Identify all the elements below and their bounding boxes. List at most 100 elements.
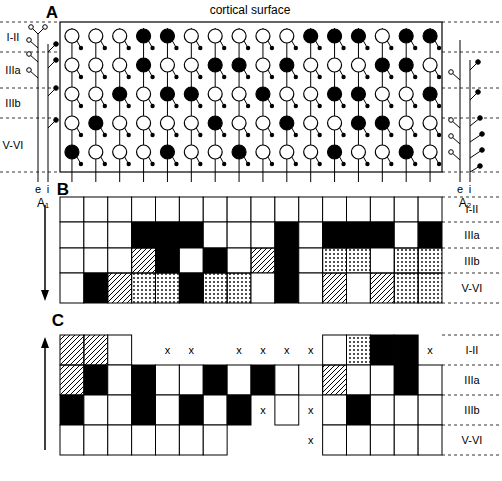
axon-terminal: [150, 162, 154, 166]
layer-boundary: [0, 22, 60, 23]
layer-boundary: [442, 395, 502, 396]
neuron-cell: [256, 87, 270, 101]
neuron-cell: [351, 116, 365, 130]
neuron-cell: [208, 87, 222, 101]
axon-terminal: [150, 46, 154, 50]
activity-cell: [394, 222, 418, 248]
neuron-cell: [423, 29, 437, 43]
activity-cell: [84, 197, 108, 222]
afferent-name: A₁: [37, 197, 49, 209]
afferent-terminal: [449, 150, 454, 155]
neuron-cell: [113, 145, 127, 159]
afferent-terminal: [43, 25, 48, 30]
activity-cell: [156, 365, 180, 395]
axon-terminal: [103, 133, 107, 137]
layer-label: IIIb: [464, 256, 479, 267]
axon-terminal: [198, 104, 202, 108]
activity-cell: [179, 425, 203, 455]
activity-cell: [275, 248, 299, 273]
axon-terminal: [413, 104, 417, 108]
axon-terminal: [341, 133, 345, 137]
neuron-cell: [65, 87, 79, 101]
neuron-cell: [184, 87, 198, 101]
axon-terminal: [341, 46, 345, 50]
axon-terminal: [79, 104, 83, 108]
neuron-cell: [89, 58, 103, 72]
axon-terminal: [198, 46, 202, 50]
activity-cell: [347, 425, 371, 455]
axon-terminal: [413, 162, 417, 166]
activity-cell: [108, 222, 132, 248]
activity-cell: [323, 425, 347, 455]
neuron-cell: [399, 58, 413, 72]
activity-cell: [418, 365, 442, 395]
activity-cell: [60, 197, 84, 222]
neuron-cell: [280, 58, 294, 72]
neuron-cell: [184, 116, 198, 130]
surface-label: cortical surface: [210, 4, 291, 16]
activity-cell: [370, 273, 394, 303]
afferent-terminal: [480, 132, 485, 137]
activity-cell: [347, 248, 371, 273]
axon-terminal: [103, 162, 107, 166]
activity-cell: [347, 222, 371, 248]
activity-cell: [394, 248, 418, 273]
axon-terminal: [317, 104, 321, 108]
neuron-cell: [328, 58, 342, 72]
layer-boundary: [0, 118, 60, 119]
neuron-cell: [160, 145, 174, 159]
activity-cell: [394, 425, 418, 455]
activity-cell: [132, 197, 156, 222]
axon-terminal: [341, 75, 345, 79]
layer-boundary: [442, 197, 502, 198]
activity-cell: [84, 365, 108, 395]
activity-cell: [203, 273, 227, 303]
axon-terminal: [246, 75, 250, 79]
axon-terminal: [246, 133, 250, 137]
axon-terminal: [198, 162, 202, 166]
axon-terminal: [222, 133, 226, 137]
axon-terminal: [126, 133, 130, 137]
neuron-cell: [328, 145, 342, 159]
activity-cell: [370, 365, 394, 395]
cortex-frame: [60, 22, 442, 172]
neuron-cell: [399, 29, 413, 43]
activity-cell: [132, 425, 156, 455]
neuron-cell: [232, 29, 246, 43]
activity-cell: [299, 222, 323, 248]
activity-cell: [418, 273, 442, 303]
activity-cell: [203, 197, 227, 222]
activity-cell: [132, 365, 156, 395]
neuron-cell: [351, 29, 365, 43]
axon-terminal: [437, 162, 441, 166]
neuron-cell: [375, 58, 389, 72]
layer-boundary: [442, 52, 502, 53]
activity-cell: [84, 425, 108, 455]
layer-label: IIIa: [464, 230, 479, 241]
neuron-cell: [137, 58, 151, 72]
axon-terminal: [294, 104, 298, 108]
neuron-cell: [423, 58, 437, 72]
axon-terminal: [103, 46, 107, 50]
activity-cell: [299, 273, 323, 303]
activity-cell: [323, 273, 347, 303]
neuron-cell: [137, 87, 151, 101]
activity-cell: [156, 425, 180, 455]
panel-letter: A: [46, 4, 58, 21]
activity-cell: [179, 395, 203, 425]
axon-terminal: [150, 75, 154, 79]
activity-cell: [84, 273, 108, 303]
activity-cell: [347, 365, 371, 395]
activity-cell: [323, 197, 347, 222]
neuron-cell: [256, 116, 270, 130]
neuron-cell: [208, 145, 222, 159]
activity-cell: [203, 365, 227, 395]
layer-boundary: [442, 455, 502, 456]
activity-cell: [418, 395, 442, 425]
activity-cell: [370, 335, 394, 365]
neuron-cell: [375, 116, 389, 130]
neuron-cell: [304, 145, 318, 159]
axon-terminal: [365, 104, 369, 108]
activity-cell: [323, 335, 347, 365]
layer-boundary: [442, 22, 502, 23]
